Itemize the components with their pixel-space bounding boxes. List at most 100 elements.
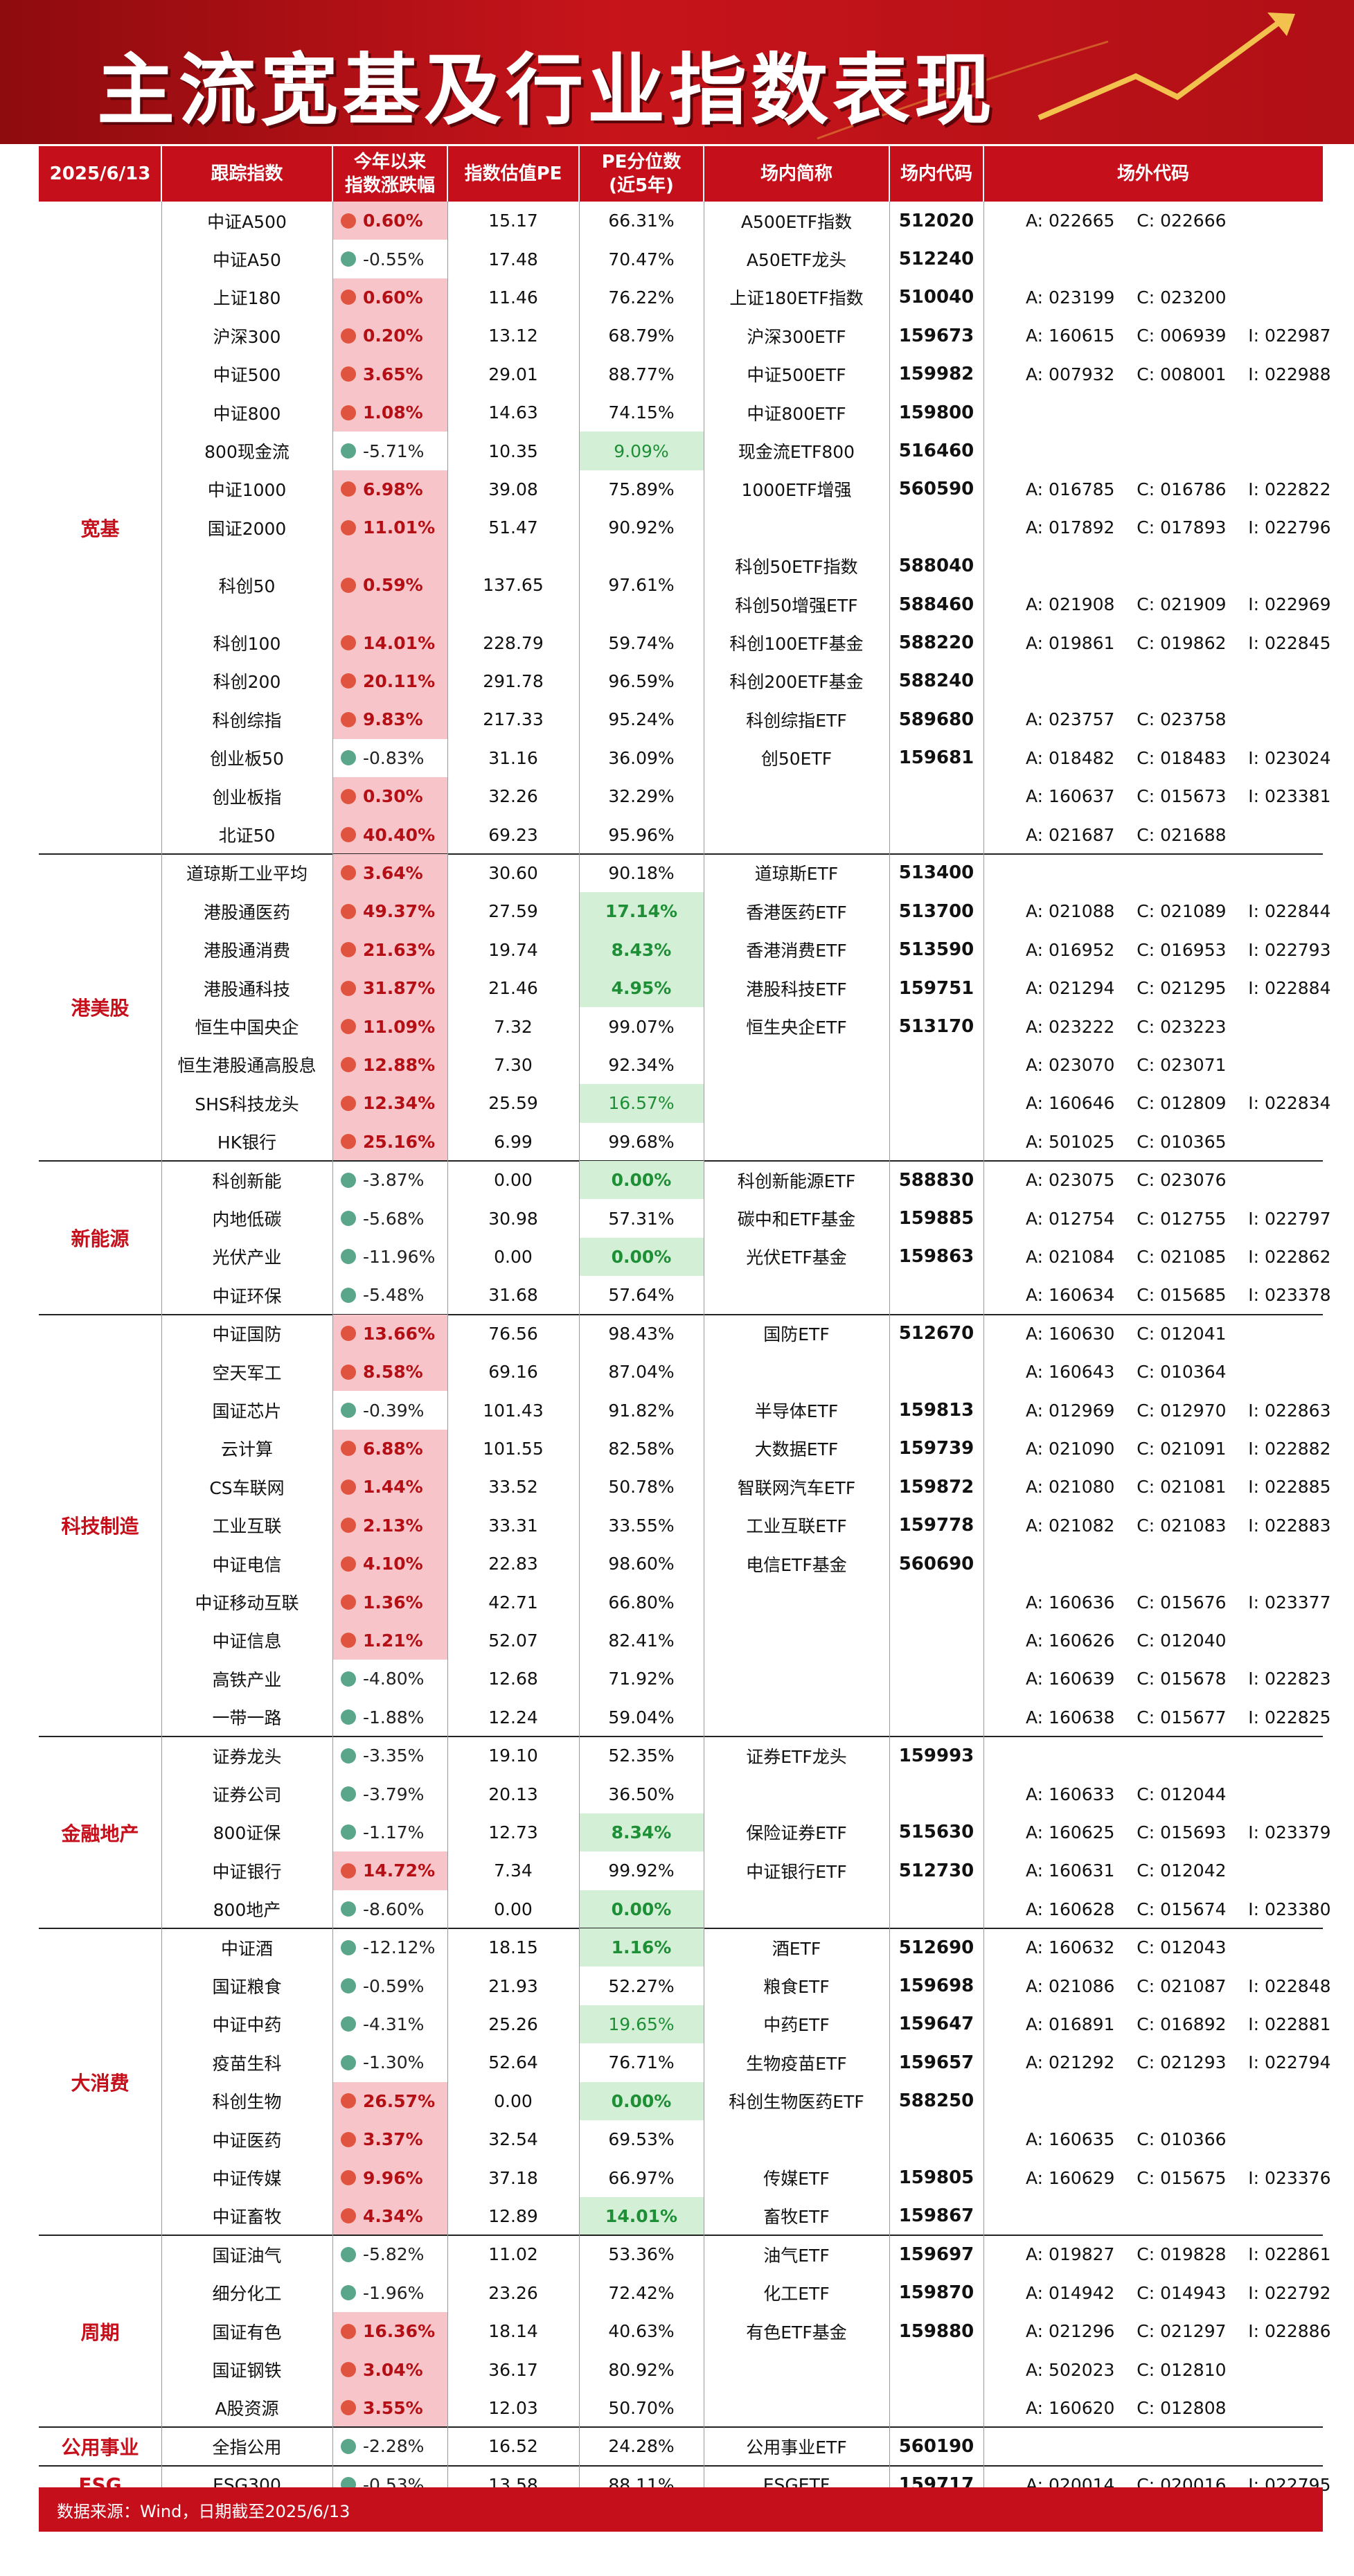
etf-code: 159657 <box>898 2052 974 2073</box>
pe-value: 31.16 <box>488 747 538 768</box>
otc-code: A: 160639 C: 015678 I: 022823 <box>1026 1669 1331 1689</box>
otc-code: A: 016891 C: 016892 I: 022881 <box>1026 2014 1331 2034</box>
pe-percentile-value: 19.65% <box>579 2005 704 2044</box>
etf-name: 上证180ETF指数 <box>729 288 864 309</box>
header-tracking-index: 跟踪指数 <box>211 163 283 184</box>
ytd-change-cell: -1.96% <box>332 2274 447 2312</box>
pe-value: 27.59 <box>488 901 538 922</box>
otc-code: A: 160620 C: 012808 <box>1026 2397 1227 2418</box>
index-name: 中证800 <box>213 403 281 424</box>
ytd-change-value: -0.83% <box>363 747 425 768</box>
ytd-change-cell: -3.79% <box>332 1775 447 1813</box>
group-label: 宽基 <box>80 517 120 540</box>
pe-value: 33.31 <box>488 1515 538 1536</box>
pe-percentile-value: 70.47% <box>608 249 675 269</box>
ytd-change-value: -12.12% <box>363 1937 436 1958</box>
ytd-change-value: 0.60% <box>363 211 423 231</box>
pe-value: 32.54 <box>488 2129 538 2150</box>
ytd-change-value: -5.71% <box>363 441 425 461</box>
ytd-change-value: 2.13% <box>363 1515 423 1536</box>
down-dot-icon <box>341 2246 356 2262</box>
down-dot-icon <box>341 1172 356 1188</box>
ytd-change-cell: 11.01% <box>332 508 447 547</box>
ytd-change-value: 11.01% <box>363 517 436 538</box>
ytd-change-value: 13.66% <box>363 1323 436 1344</box>
pe-value: 69.16 <box>488 1362 538 1383</box>
down-dot-icon <box>341 750 356 766</box>
up-dot-icon <box>341 1057 356 1073</box>
pe-value: 12.89 <box>488 2205 538 2226</box>
otc-code: A: 160635 C: 010366 <box>1026 2129 1227 2150</box>
etf-name: 科创50ETF指数 <box>735 557 858 578</box>
etf-code: 560590 <box>898 479 974 500</box>
ytd-change-cell: 25.16% <box>332 1122 447 1161</box>
up-dot-icon <box>341 635 356 651</box>
etf-name: 碳中和ETF基金 <box>737 1209 856 1230</box>
ytd-change-value: 21.63% <box>363 939 436 960</box>
etf-code: 159813 <box>898 1400 974 1421</box>
pe-percentile-value: 59.04% <box>608 1707 675 1727</box>
ytd-change-value: -4.80% <box>363 1669 425 1689</box>
pe-value: 19.74 <box>488 939 538 960</box>
pe-value: 30.60 <box>488 862 538 883</box>
header-pe: 指数估值PE <box>464 163 562 184</box>
etf-name: 半导体ETF <box>754 1401 839 1422</box>
index-name: 中证酒 <box>220 1938 273 1959</box>
down-dot-icon <box>341 2016 356 2032</box>
pe-percentile-value: 75.89% <box>608 479 675 499</box>
etf-name: 酒ETF <box>772 1938 821 1959</box>
index-name: 中证医药 <box>212 2130 282 2151</box>
pe-value: 12.73 <box>488 1822 538 1842</box>
etf-name: 科创200ETF基金 <box>729 672 864 693</box>
etf-code: 588460 <box>898 594 974 615</box>
etf-name: 保险证券ETF <box>746 1823 847 1844</box>
ytd-change-cell: 14.01% <box>332 623 447 662</box>
otc-code: A: 012969 C: 012970 I: 022863 <box>1026 1400 1331 1421</box>
pe-percentile-value: 53.36% <box>608 2244 675 2265</box>
pe-value: 7.30 <box>494 1054 533 1075</box>
ytd-change-value: 0.30% <box>363 786 423 807</box>
group-divider <box>39 2464 1323 2467</box>
ytd-change-value: -5.82% <box>363 2244 425 2265</box>
ytd-change-value: -5.68% <box>363 1208 425 1229</box>
otc-code: A: 021084 C: 021085 I: 022862 <box>1026 1246 1331 1267</box>
pe-value: 137.65 <box>483 575 544 596</box>
pe-value: 12.68 <box>488 1669 538 1689</box>
group-divider <box>39 853 1323 855</box>
etf-name: 电信ETF基金 <box>746 1554 847 1575</box>
otc-code: A: 023199 C: 023200 <box>1026 287 1227 308</box>
etf-code: 159800 <box>898 402 974 423</box>
otc-code: A: 021294 C: 021295 I: 022884 <box>1026 978 1331 999</box>
pe-percentile-value: 99.07% <box>608 1016 675 1037</box>
pe-percentile-value: 98.43% <box>608 1323 675 1344</box>
up-dot-icon <box>341 519 356 535</box>
up-dot-icon <box>341 366 356 382</box>
index-name: 港股通消费 <box>203 941 290 961</box>
ytd-change-value: -3.79% <box>363 1784 425 1804</box>
pe-percentile-value: 50.70% <box>608 2397 675 2418</box>
pe-value: 51.47 <box>488 517 538 538</box>
index-name: CS车联网 <box>209 1477 285 1498</box>
ytd-change-cell: -2.28% <box>332 2427 447 2465</box>
ytd-change-cell: -5.48% <box>332 1276 447 1314</box>
etf-name: 沪深300ETF <box>747 326 846 347</box>
ytd-change-cell: -1.88% <box>332 1698 447 1736</box>
up-dot-icon <box>341 213 356 229</box>
ytd-change-value: 3.65% <box>363 364 423 384</box>
up-dot-icon <box>341 1633 356 1649</box>
etf-name: 中证银行ETF <box>746 1861 847 1882</box>
pe-percentile-value: 68.79% <box>608 326 675 346</box>
etf-code: 513400 <box>898 862 974 884</box>
pe-percentile-value: 8.43% <box>579 930 704 969</box>
pe-percentile-value: 98.60% <box>608 1554 675 1574</box>
up-dot-icon <box>341 2131 356 2147</box>
ytd-change-value: 1.44% <box>363 1477 423 1498</box>
ytd-change-value: 12.88% <box>363 1054 436 1075</box>
ytd-change-value: -3.35% <box>363 1746 425 1766</box>
ytd-change-value: -3.87% <box>363 1170 425 1191</box>
down-dot-icon <box>341 2438 356 2454</box>
ytd-change-cell: -0.83% <box>332 739 447 777</box>
column-divider <box>447 202 448 2504</box>
up-dot-icon <box>341 673 356 689</box>
etf-name: 智联网汽车ETF <box>737 1477 856 1498</box>
